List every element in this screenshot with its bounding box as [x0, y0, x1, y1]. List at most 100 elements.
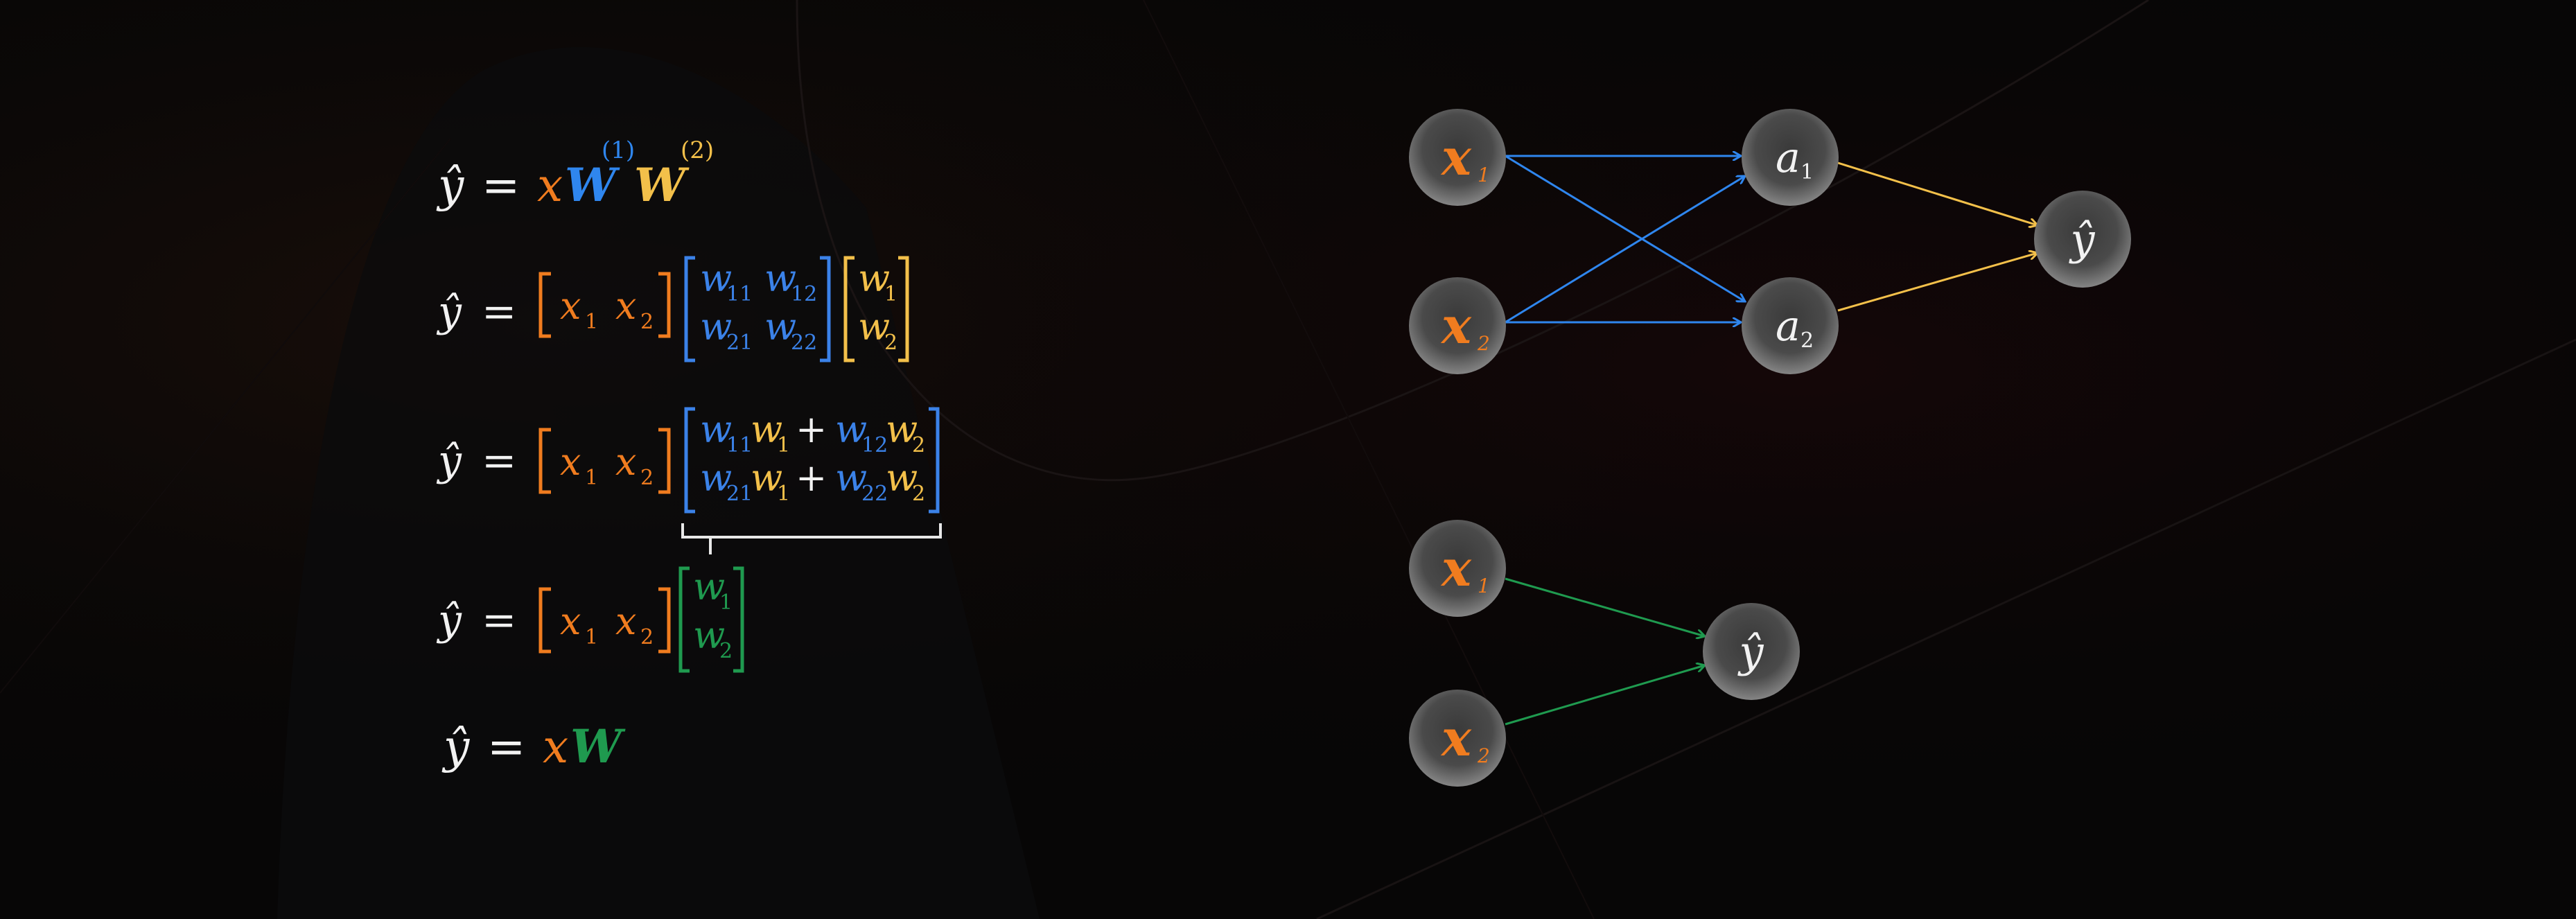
node-yhat-top: ŷ	[2034, 191, 2131, 288]
eq3-r2-w2: w	[886, 456, 918, 500]
eq3-lhs: ŷ	[436, 437, 462, 485]
eq2-v1: w	[858, 256, 890, 300]
edge-x2-a1	[1505, 176, 1745, 324]
eq2-w-matrix-bracket-right	[820, 256, 831, 362]
eq2-w11: w	[700, 256, 732, 300]
eq2-lhs: ŷ	[436, 288, 462, 336]
eq3-r2-w22: w	[835, 456, 867, 500]
eq2-x2-subscript: 2	[640, 310, 654, 334]
node-a2: a 2	[1742, 277, 1839, 374]
eq1-w2-superscript: (2)	[681, 137, 714, 164]
node-a1-label: a	[1776, 134, 1800, 182]
eq2-v-bracket-left	[843, 256, 855, 362]
eq5-lhs: ŷ	[441, 720, 470, 773]
node-bottom-x1-label: x	[1440, 539, 1472, 597]
eq3-r2-w1: w	[751, 456, 782, 500]
eq4-x1: x	[560, 599, 581, 643]
eq4-g1: w	[693, 565, 725, 609]
eq2-v-bracket-right	[898, 256, 909, 362]
eq4-x2: x	[615, 599, 636, 643]
node-x2: x 2	[1409, 277, 1506, 374]
eq5-equals: =	[487, 720, 525, 773]
eq4-green-bracket-left	[678, 566, 690, 673]
eq3-r2-w22-subscript: 22	[861, 482, 888, 506]
eq3-r1-w12: w	[835, 408, 867, 451]
bottom-network-edges	[1505, 577, 1705, 726]
node-x1: x 1	[1409, 109, 1506, 206]
node-x1-subscript: 1	[1478, 164, 1490, 186]
eq1-equals: =	[482, 159, 520, 212]
node-a1-subscript: 1	[1800, 160, 1814, 184]
eq3-equals: =	[482, 437, 516, 485]
eq3-matrix-bracket-right	[929, 407, 940, 514]
eq3-r1-w2-subscript: 2	[912, 433, 925, 457]
eq2-v2: w	[858, 305, 890, 349]
eq3-x1-subscript: 1	[585, 466, 598, 490]
eq3-r2-w2-subscript: 2	[912, 482, 925, 506]
eq2-row-bracket-right	[658, 272, 671, 338]
eq3-r2-w1-subscript: 1	[777, 482, 790, 506]
eq3-matrix-bracket-left	[684, 407, 695, 514]
node-yhat-bottom-label: ŷ	[1737, 627, 1764, 677]
equation-3: ŷ = x 1 x 2 w 11 w 1 + w 12 w 2 w 21 w 1…	[436, 407, 942, 554]
node-x1-label: x	[1440, 128, 1472, 186]
eq3-r1-w1: w	[751, 408, 782, 451]
edge-bottom-x2-yhat	[1505, 665, 1705, 726]
eq1-lhs: ŷ	[436, 159, 464, 212]
node-bottom-x2-subscript: 2	[1477, 744, 1490, 767]
node-bottom-x2: x 2	[1409, 690, 1506, 787]
equation-2: ŷ = x 1 x 2 w 11 w 12 w 21 w 22 w 1 w 2	[436, 256, 909, 362]
equation-5: ŷ = x W	[441, 719, 626, 773]
eq2-w21: w	[700, 305, 732, 349]
eq1-w1: W	[565, 158, 620, 212]
eq4-g2: w	[693, 613, 725, 657]
eq2-equals: =	[482, 288, 516, 336]
bottom-network-nodes: x 1 x 2 ŷ	[1409, 520, 1800, 787]
eq2-x1: x	[560, 284, 581, 328]
node-yhat-bottom: ŷ	[1703, 603, 1800, 700]
eq2-w12: w	[764, 256, 796, 300]
eq4-x2-subscript: 2	[640, 625, 654, 649]
eq5-x: x	[543, 720, 568, 773]
eq4-lhs: ŷ	[436, 596, 462, 645]
eq3-underbrace	[681, 523, 942, 554]
eq4-g1-subscript: 1	[719, 590, 733, 615]
eq3-r1-w11: w	[700, 408, 732, 451]
eq3-r1-w12-subscript: 12	[861, 433, 888, 457]
edge-bottom-x1-yhat	[1505, 577, 1705, 636]
eq2-w22: w	[764, 305, 796, 349]
eq3-r2-plus: +	[796, 456, 827, 500]
eq4-row-bracket-left	[538, 587, 551, 654]
eq3-r1-w11-subscript: 11	[726, 433, 753, 457]
node-a1: a 1	[1742, 109, 1839, 206]
eq1-x: x	[537, 159, 563, 212]
node-a2-subscript: 2	[1800, 329, 1814, 353]
eq4-x1-subscript: 1	[585, 625, 598, 649]
eq1-w1-superscript: (1)	[602, 137, 635, 164]
eq2-w21-subscript: 21	[726, 331, 753, 355]
eq2-x1-subscript: 1	[585, 310, 598, 334]
eq5-w: W	[570, 719, 626, 773]
eq2-w22-subscript: 22	[791, 331, 817, 355]
eq2-v2-subscript: 2	[884, 331, 897, 355]
equation-4: ŷ = x 1 x 2 w 1 w 2	[436, 565, 744, 673]
node-bottom-x2-label: x	[1440, 708, 1472, 767]
eq2-v1-subscript: 1	[884, 282, 897, 306]
node-x2-subscript: 2	[1477, 332, 1490, 355]
eq3-x2: x	[615, 440, 636, 484]
eq1-w2: W	[634, 158, 690, 212]
eq3-r1-w1-subscript: 1	[777, 433, 790, 457]
eq2-w11-subscript: 11	[726, 282, 753, 306]
edge-x1-a2	[1505, 155, 1745, 301]
node-yhat-top-label: ŷ	[2068, 214, 2095, 265]
eq2-w-matrix-bracket-left	[684, 256, 695, 362]
eq3-row-bracket-left	[538, 428, 551, 494]
node-x2-label: x	[1440, 296, 1472, 355]
eq2-row-bracket-left	[538, 272, 551, 338]
eq3-r1-w2: w	[886, 408, 918, 451]
node-a2-label: a	[1776, 302, 1800, 351]
edge-a2-yhat	[1837, 253, 2038, 312]
